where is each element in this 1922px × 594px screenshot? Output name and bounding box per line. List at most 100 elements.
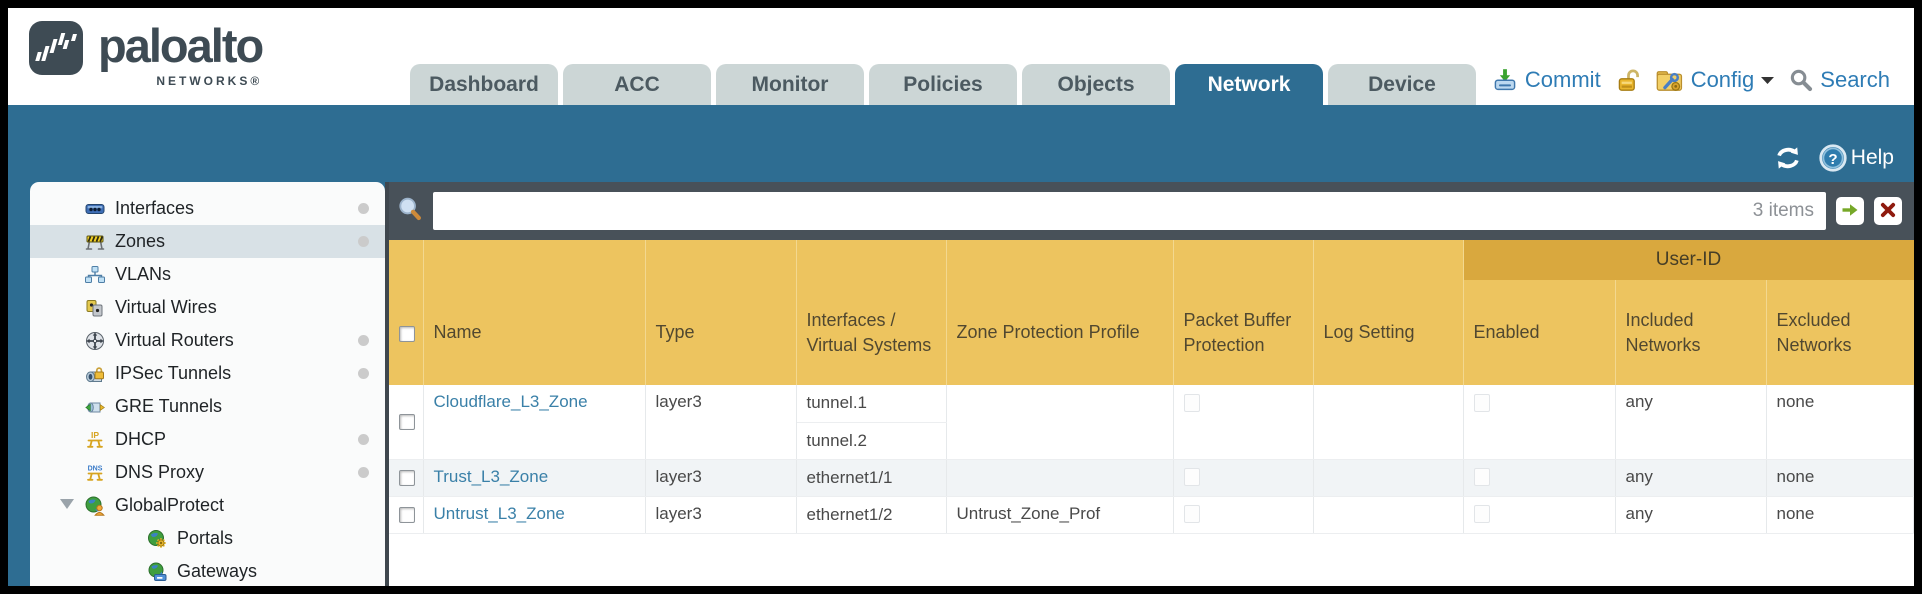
select-all-checkbox[interactable] <box>399 325 415 342</box>
column-header-included-networks[interactable]: Included Networks <box>1615 280 1767 385</box>
config-label: Config <box>1690 67 1755 92</box>
column-header-enabled[interactable]: Enabled <box>1463 280 1616 385</box>
tab-acc[interactable]: ACC <box>563 64 711 105</box>
packet-buffer-checkbox[interactable] <box>1183 468 1200 487</box>
sidebar-item-gre-tunnels[interactable]: GRE Tunnels <box>30 390 385 423</box>
column-header-interfaces-virtual-systems[interactable]: Interfaces / Virtual Systems <box>796 280 947 385</box>
sidebar-item-globalprotect[interactable]: GlobalProtect <box>30 489 385 522</box>
help-button[interactable]: ? Help <box>1819 144 1894 172</box>
header-spacer <box>1173 240 1314 280</box>
zone-protection-cell: Untrust_Zone_Prof <box>946 496 1174 534</box>
unlocked-padlock-icon <box>1616 68 1641 93</box>
paloalto-logo: paloalto NETWORKS® <box>28 19 264 88</box>
tab-monitor[interactable]: Monitor <box>716 64 864 105</box>
column-group-user-id: User-ID <box>1463 240 1914 280</box>
row-select-cell <box>389 459 424 497</box>
row-checkbox[interactable] <box>399 507 415 524</box>
refresh-button[interactable] <box>1773 145 1803 171</box>
column-header-excluded-networks[interactable]: Excluded Networks <box>1766 280 1914 385</box>
search-label: Search <box>1820 67 1890 92</box>
global-search-button[interactable]: Search <box>1789 67 1890 93</box>
column-header-log-setting[interactable]: Log Setting <box>1313 280 1464 385</box>
zone-type-cell: layer3 <box>645 496 797 534</box>
help-icon: ? <box>1819 144 1847 172</box>
sidebar-item-vlans[interactable]: VLANs <box>30 258 385 291</box>
column-header-type[interactable]: Type <box>645 280 797 385</box>
excluded-networks-cell: none <box>1766 385 1914 460</box>
sidebar-item-virtual-wires[interactable]: Virtual Wires <box>30 291 385 324</box>
globalprotect-icon <box>84 496 106 516</box>
commit-label: Commit <box>1524 67 1601 92</box>
config-menu[interactable]: Config <box>1656 67 1775 93</box>
user-id-enabled-checkbox[interactable] <box>1473 505 1490 524</box>
zone-name-link[interactable]: Untrust_L3_Zone <box>433 503 565 523</box>
sidebar-item-interfaces[interactable]: Interfaces <box>30 192 385 225</box>
packet-buffer-checkbox[interactable] <box>1183 505 1200 524</box>
table-subrow: tunnel.2 <box>389 422 1914 460</box>
caret-down-icon <box>1761 76 1775 85</box>
gre-tunnels-icon <box>84 397 106 417</box>
row-checkbox[interactable] <box>399 470 415 487</box>
expander-down-icon[interactable] <box>60 499 74 509</box>
sidebar-item-label: GlobalProtect <box>115 495 225 515</box>
user-id-enabled-checkbox[interactable] <box>1473 393 1490 412</box>
clear-filter-button[interactable] <box>1874 197 1902 225</box>
sidebar-item-zones[interactable]: Zones <box>30 225 385 258</box>
sidebar-item-ipsec-tunnels[interactable]: IPSec Tunnels <box>30 357 385 390</box>
sidebar-item-portals[interactable]: Portals <box>30 522 385 555</box>
interface-cell: tunnel.1 <box>796 385 947 423</box>
user-id-enabled-cell <box>1463 496 1616 534</box>
gateways-icon <box>146 562 168 582</box>
status-dot <box>358 434 369 445</box>
column-header-zone-protection-profile[interactable]: Zone Protection Profile <box>946 280 1174 385</box>
lock-button[interactable] <box>1616 68 1641 93</box>
tab-device[interactable]: Device <box>1328 64 1476 105</box>
sidebar-item-label: Interfaces <box>115 198 195 218</box>
sidebar-item-label: Virtual Routers <box>115 330 234 350</box>
column-header-name[interactable]: Name <box>423 280 646 385</box>
apply-filter-button[interactable] <box>1836 197 1864 225</box>
tab-dashboard[interactable]: Dashboard <box>410 64 558 105</box>
zone-protection-cell <box>946 385 1174 460</box>
row-select-cell <box>389 385 424 460</box>
filter-search-icon <box>397 195 423 228</box>
sidebar-item-label: Gateways <box>177 561 258 581</box>
ipsec-tunnels-icon <box>84 364 106 384</box>
zone-name-cell: Untrust_L3_Zone <box>423 496 646 534</box>
red-x-icon <box>1880 202 1896 221</box>
portals-icon <box>146 529 168 549</box>
packet-buffer-checkbox[interactable] <box>1183 393 1200 412</box>
tab-policies[interactable]: Policies <box>869 64 1017 105</box>
sidebar-item-virtual-routers[interactable]: Virtual Routers <box>30 324 385 357</box>
log-setting-cell <box>1313 385 1464 460</box>
interface-cell: ethernet1/1 <box>796 459 947 497</box>
column-header-select <box>389 280 424 385</box>
header-spacer <box>946 240 1174 280</box>
zone-name-link[interactable]: Cloudflare_L3_Zone <box>433 392 588 411</box>
help-label: Help <box>1850 146 1894 169</box>
filter-input[interactable]: 3 items <box>433 192 1826 230</box>
sidebar-item-gateways[interactable]: Gateways <box>30 555 385 586</box>
interfaces-icon <box>84 199 106 219</box>
row-checkbox[interactable] <box>399 414 415 431</box>
zone-name-link[interactable]: Trust_L3_Zone <box>433 466 549 486</box>
svg-text:DNS: DNS <box>88 465 103 472</box>
user-id-enabled-checkbox[interactable] <box>1473 468 1490 487</box>
sidebar-item-label: Zones <box>115 231 166 251</box>
commit-button[interactable]: Commit <box>1492 67 1601 93</box>
header-spacer <box>423 240 646 280</box>
status-dot <box>358 335 369 346</box>
tab-objects[interactable]: Objects <box>1022 64 1170 105</box>
tab-network[interactable]: Network <box>1175 64 1323 105</box>
column-header-packet-buffer-protection[interactable]: Packet Buffer Protection <box>1173 280 1314 385</box>
brand-name: paloalto <box>98 19 264 72</box>
filter-bar: 3 items <box>389 182 1914 240</box>
status-dot <box>358 203 369 214</box>
